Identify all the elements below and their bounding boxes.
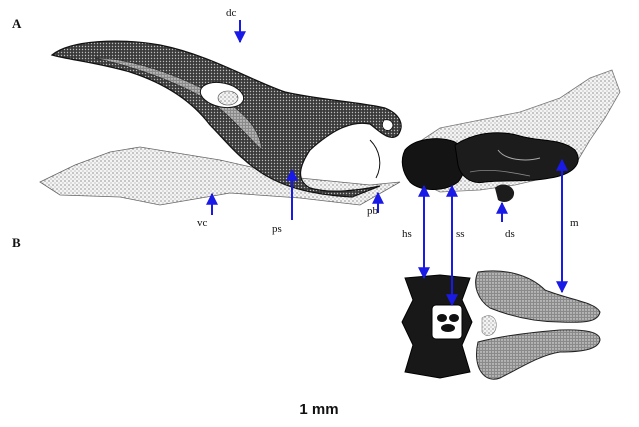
label-vc: vc xyxy=(197,217,208,229)
panel-a-posterior-complex xyxy=(402,70,620,202)
m-lower-plate xyxy=(477,330,600,379)
label-pb: pb xyxy=(367,205,379,217)
label-ps: ps xyxy=(272,223,282,235)
ss-window xyxy=(432,305,462,339)
panel-a-lateral-view xyxy=(40,41,401,205)
ds-bone xyxy=(495,185,514,202)
label-ss: ss xyxy=(456,228,465,240)
panel-b-ventral-view xyxy=(402,271,600,379)
label-ds: ds xyxy=(505,228,515,240)
panel-label-b: B xyxy=(12,235,21,250)
panel-label-a: A xyxy=(12,16,22,31)
label-dc: dc xyxy=(226,7,237,19)
label-hs: hs xyxy=(402,228,412,240)
label-m: m xyxy=(570,217,579,229)
scale-bar-label: 1 mm xyxy=(299,401,338,418)
m-upper-plate xyxy=(476,271,600,322)
